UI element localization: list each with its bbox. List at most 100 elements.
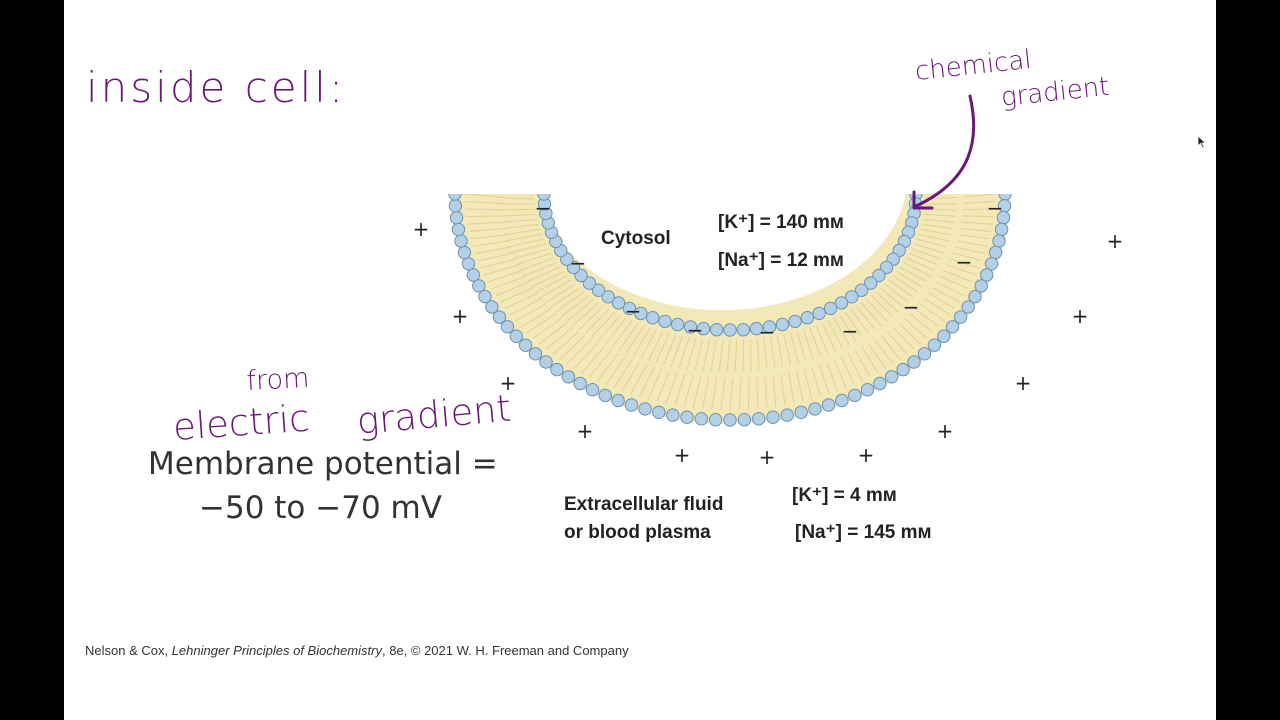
cytosol-na-concentration: [Na⁺] = 12 mᴍ: [718, 250, 844, 271]
lipid-head: [775, 317, 790, 332]
lipid-head: [937, 329, 951, 343]
membrane-potential-line2: −50 to −70 mV: [199, 490, 442, 526]
lipid-tail: [922, 218, 992, 232]
lipid-head: [917, 347, 932, 361]
lipid-tail: [545, 298, 595, 350]
lipid-head: [585, 383, 600, 397]
lipid-head: [994, 222, 1009, 237]
lipid-head: [696, 321, 711, 336]
lipid-tail: [839, 314, 879, 374]
lipid-head: [448, 199, 463, 213]
lipid-tail: [790, 332, 813, 400]
lipid-head: [953, 310, 968, 324]
lipid-tail: [638, 330, 664, 398]
lipid-tail: [918, 233, 985, 254]
lipid-head: [485, 300, 499, 314]
positive-charge-sign: +: [937, 419, 954, 443]
lipid-head: [598, 388, 612, 403]
negative-charge-sign: −: [625, 299, 642, 323]
lipid-head: [708, 413, 723, 427]
lipid-tail: [763, 337, 777, 407]
credit-publisher: , 8e, © 2021 W. H. Freeman and Company: [381, 643, 629, 658]
lipid-tail: [895, 270, 955, 309]
lipid-heads: [448, 194, 1012, 427]
lipid-head: [992, 234, 1006, 248]
lipid-tail: [630, 329, 658, 395]
lipid-head: [860, 383, 875, 397]
lipid-tail: [827, 320, 863, 382]
lipid-tail: [465, 203, 535, 211]
lipid-tail: [920, 228, 988, 247]
lipid-head: [518, 338, 533, 352]
lipid-head: [968, 289, 982, 304]
lipid-head: [652, 405, 666, 419]
annotation-from: from: [246, 363, 310, 397]
lipid-tail: [470, 223, 539, 240]
extracellular-na-concentration: [Na⁺] = 145 mᴍ: [795, 522, 932, 543]
lipid-head: [582, 276, 597, 290]
lipid-tails: [464, 194, 996, 411]
negative-charge-sign: −: [956, 250, 973, 274]
lipid-head: [478, 289, 492, 304]
lipid-head: [873, 376, 887, 391]
lipid-head: [884, 370, 899, 384]
lipid-head: [680, 410, 694, 424]
lipid-tail: [865, 298, 915, 350]
charge-signs: −−−−−−−−−+++++++++++: [413, 196, 1124, 469]
lipid-head: [927, 338, 942, 352]
positive-charge-sign: +: [759, 445, 776, 469]
lipid-tail: [726, 339, 734, 411]
lipid-tail: [718, 339, 726, 410]
lipid-tail: [914, 243, 980, 269]
lipid-head: [624, 398, 639, 412]
lipid-tail: [892, 275, 950, 316]
lipid-tail: [742, 339, 750, 410]
negative-charge-sign: −: [759, 320, 776, 344]
lipid-tail: [855, 305, 901, 360]
lipid-tail: [674, 336, 690, 406]
lipid-tail: [921, 223, 990, 240]
lipid-head: [528, 347, 543, 361]
lipid-tail: [770, 336, 786, 406]
lipid-tail: [581, 314, 621, 374]
lipid-bilayer: [448, 194, 1012, 427]
lipid-tail: [776, 335, 795, 404]
lipid-head: [854, 283, 869, 297]
lipid-tail: [491, 257, 554, 290]
lipid-head: [723, 413, 737, 427]
lipid-head: [472, 279, 486, 293]
positive-charge-sign: +: [1072, 304, 1089, 328]
lipid-tail: [756, 338, 768, 408]
lipid-tail: [465, 196, 535, 204]
lipid-tail: [466, 208, 536, 218]
lipid-tail: [925, 203, 995, 211]
lipid-head: [500, 320, 515, 334]
lipid-head: [492, 310, 507, 324]
lipid-head: [800, 311, 814, 325]
lipid-head: [845, 290, 859, 304]
slide: −−−−−−−−−+++++++++++ Cytosol [K⁺] = 140 …: [64, 0, 1216, 720]
positive-charge-sign: +: [413, 217, 430, 241]
positive-charge-sign: +: [500, 371, 517, 395]
lipid-tail: [647, 332, 670, 400]
lipid-tail: [472, 228, 540, 247]
annotation-gradient-left: gradient: [355, 387, 513, 443]
lipid-head: [611, 393, 625, 408]
lipid-tail: [844, 311, 887, 369]
lipid-tail: [815, 325, 847, 389]
lipid-tail: [566, 308, 610, 365]
lipid-head: [848, 388, 862, 403]
lipid-head: [634, 306, 648, 321]
extracellular-label-line1: Extracellular fluid: [564, 494, 723, 515]
lipid-tail: [683, 337, 697, 407]
lipid-head: [823, 301, 838, 316]
lipid-tail: [870, 295, 921, 345]
lipid-tail: [888, 279, 945, 322]
lipid-tail: [480, 243, 546, 269]
lipid-head: [749, 321, 764, 336]
lipid-head: [561, 370, 576, 384]
lipid-head: [694, 412, 708, 426]
mouse-cursor-icon: [1197, 135, 1207, 149]
lipid-head: [622, 301, 637, 316]
credit-authors: Nelson & Cox,: [85, 643, 172, 658]
